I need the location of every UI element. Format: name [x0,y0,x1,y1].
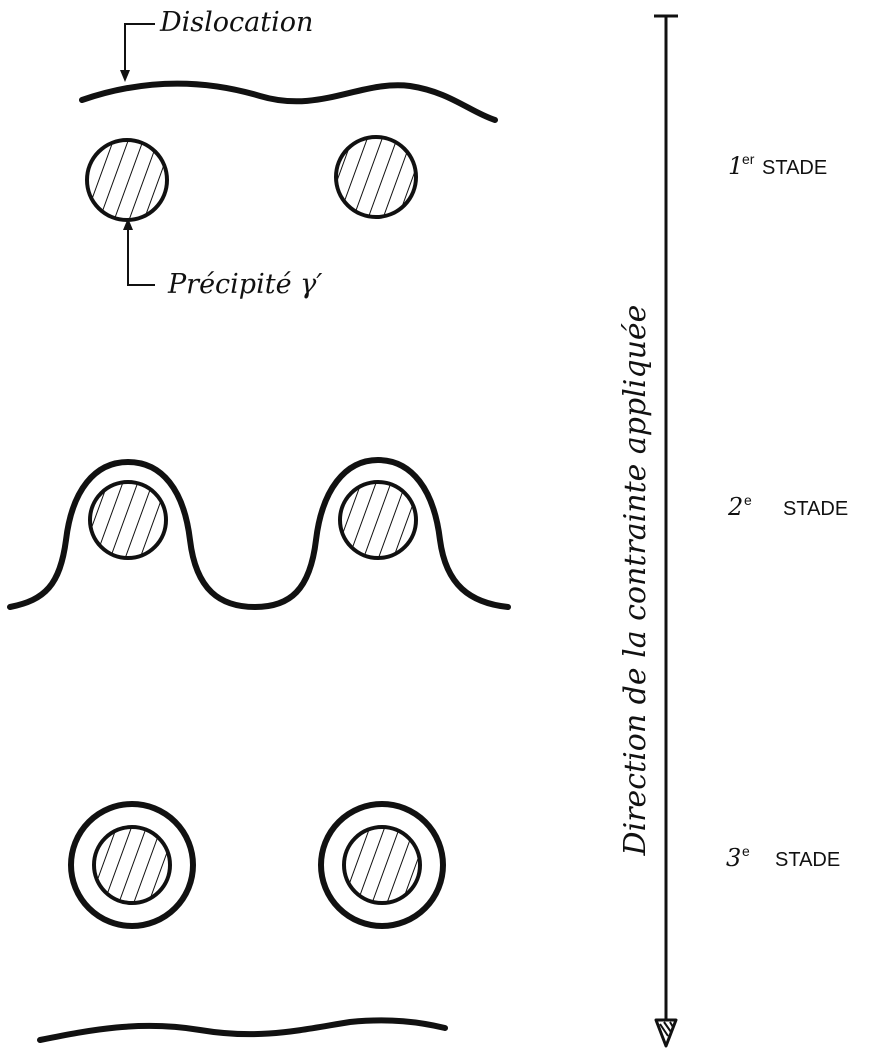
stage-1-label: 1 er STADE [728,151,827,180]
stage-3-label: 3 e STADE [726,843,840,872]
stage-2-suffix: e [744,492,752,508]
stage-3-loop-left [68,801,196,929]
stage-1-dislocation-line [79,80,498,123]
stage-1-precipitate-left [85,138,169,222]
stage-2-word: STADE [783,498,848,520]
dislocation-leader-line [124,23,155,78]
stage-1-precipitate-right [334,135,418,219]
stage-1-word: STADE [762,157,827,179]
stage-2-label: 2 e STADE [727,492,848,521]
precipitate-leader-line [127,222,155,286]
stage-2-group [7,457,511,610]
stage-labels: 1 er STADE 2 e STADE 3 e STADE [726,151,848,872]
stress-axis-label: Direction de la contrainte appliquée [618,305,653,857]
stage-3-word: STADE [775,849,840,871]
stage-1-suffix: er [742,151,755,167]
stage-3-precipitate-left [92,825,172,905]
stage-3-group [37,801,448,1043]
dislocation-leader-arrow [120,70,130,82]
stage-3-suffix: e [742,843,750,859]
stage-2-dislocation-line [7,457,511,610]
precipitate-leader-arrow [123,218,133,230]
stage-1-group: Dislocation Précipité γ′ [79,7,498,300]
stage-2-precipitate-right [338,480,418,560]
stage-3-number: 3 [726,844,741,872]
stress-axis-arrowhead-hatch [659,1021,674,1037]
stage-2-precipitate-left [88,480,168,560]
stage-1-number: 1 [728,152,743,180]
stage-2-number: 2 [727,493,743,521]
stress-axis-group: Direction de la contrainte appliquée [618,14,678,1048]
stage-3-dislocation-line [37,1017,448,1043]
stage-3-precipitate-right [342,825,422,905]
dislocation-label: Dislocation [159,7,313,38]
stage-3-loop-right [318,801,446,929]
precipitate-label: Précipité γ′ [167,269,322,300]
